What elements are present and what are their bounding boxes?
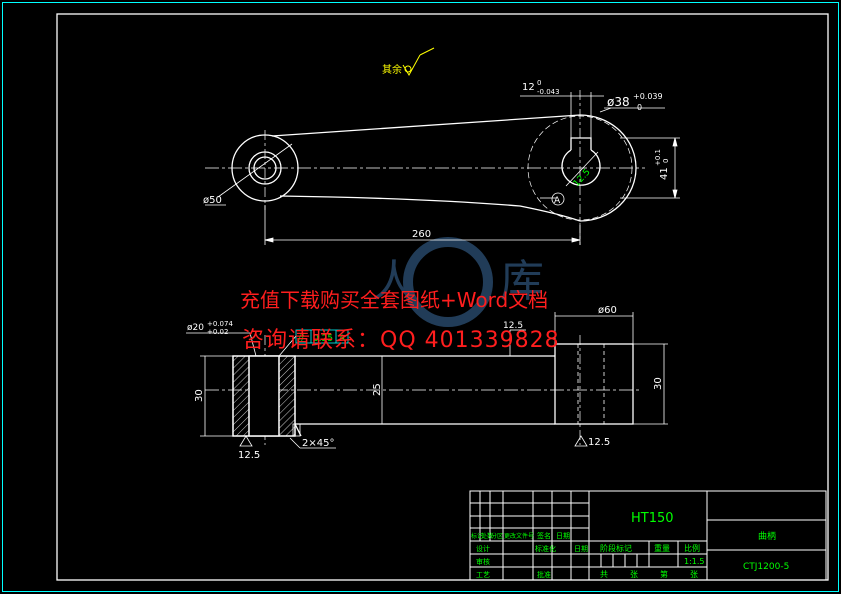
dim-width: 12: [522, 82, 535, 93]
tolerance-symbol: //: [298, 334, 305, 344]
roughness-rest-label: 其余: [382, 63, 402, 76]
top-view: [205, 90, 645, 245]
label-partition: 分区: [491, 532, 503, 540]
label-date: 日期: [574, 545, 588, 553]
svg-text:人: 人: [372, 256, 416, 307]
dim-width-tol-upper: 0: [537, 79, 541, 87]
dim-small-boss: ø50: [203, 195, 222, 206]
dim-left-height: 30: [194, 389, 205, 402]
dim-center-distance: 260: [412, 229, 431, 240]
front-view: [205, 335, 640, 445]
scale-value: 1:1.5: [684, 557, 705, 566]
dim-bore-tol-lower: 0: [637, 103, 642, 112]
datum-label: A: [554, 196, 561, 206]
title-block-text: HT150 曲柄 CTJ1200-5 1:1.5 阶段标记 重量 比例 共 张 …: [471, 511, 789, 579]
label-sign: 签名: [537, 531, 551, 540]
label-mark: 标记: [471, 532, 483, 540]
watermark-line-2: 咨询请联系：QQ 401339828: [242, 328, 560, 353]
dim-roughness-left: 12.5: [238, 450, 260, 461]
dim-roughness-top: 12.5: [503, 321, 523, 331]
label-count: 处数: [481, 532, 493, 540]
tolerance-datum: A: [339, 334, 346, 344]
dim-right-height: 30: [653, 377, 664, 390]
dim-hole-tol-upper: +0.074: [207, 320, 233, 328]
label-date-top: 日期: [556, 532, 570, 540]
label-page: 第: [660, 569, 668, 579]
label-change-doc: 更改文件号: [504, 532, 534, 540]
top-view-dim-text: 12 0 -0.043 ø38 +0.039 0 41 +0.1 0 ø50 2…: [203, 79, 670, 240]
label-stage-mark: 阶段标记: [600, 543, 632, 553]
part-name: 曲柄: [758, 530, 776, 542]
svg-text:库: 库: [500, 256, 544, 307]
dim-boss-dia: ø60: [598, 305, 617, 316]
label-review: 审核: [476, 557, 490, 566]
front-view-dim-text: ø20 +0.074 +0.02 // 0.25 A 12.5 ø60 30 2…: [187, 305, 664, 461]
drawing-number: CTJ1200-5: [743, 562, 789, 572]
title-block: [469, 490, 827, 581]
label-standardize: 标准化: [535, 544, 556, 553]
dim-hole-tol-lower: +0.02: [207, 328, 228, 336]
label-design: 设计: [476, 544, 490, 553]
label-total: 共: [600, 570, 608, 579]
dim-hole: ø20: [187, 323, 204, 333]
dim-width-tol-lower: -0.043: [537, 88, 560, 96]
dim-height-tol-lower: 0: [662, 159, 670, 163]
label-weight: 重量: [654, 543, 670, 553]
dim-arm-height: 25: [372, 383, 383, 396]
label-sheet-2: 张: [690, 570, 698, 579]
label-approve: 批准: [537, 570, 551, 579]
dim-height-tol-upper: +0.1: [654, 149, 662, 166]
label-process: 工艺: [476, 571, 490, 579]
dim-bore-tol-upper: +0.039: [633, 92, 663, 101]
front-view-dimensions: [186, 312, 668, 449]
label-sheet: 张: [630, 570, 638, 579]
dim-bore: ø38: [607, 95, 630, 109]
watermark-line-1: 充值下载购买全套图纸+Word文档: [240, 288, 549, 312]
dim-roughness-right: 12.5: [588, 437, 610, 448]
top-view-dimensions: [205, 92, 680, 245]
material: HT150: [631, 511, 674, 526]
inner-frame: [56, 13, 829, 581]
roughness-rest-symbol: 其余: [382, 47, 435, 77]
dim-height: 41: [659, 167, 670, 180]
dim-chamfer: 2×45°: [302, 438, 334, 449]
watermark-logo-icon: 人 库: [372, 237, 544, 327]
label-scale: 比例: [684, 543, 700, 553]
tolerance-value: 0.25: [313, 334, 333, 344]
